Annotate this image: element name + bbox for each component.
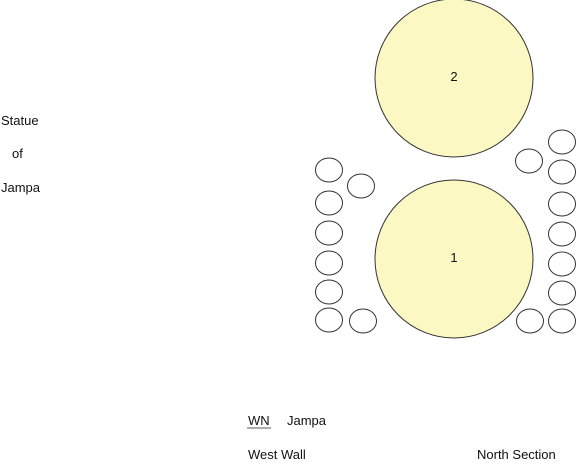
statue-label-line-1: Statue bbox=[1, 113, 39, 128]
table-2[interactable]: 2 bbox=[374, 0, 534, 158]
footer-right-label: North Section bbox=[477, 447, 556, 462]
table-1[interactable]: 1 bbox=[374, 179, 534, 339]
table-1-circle[interactable] bbox=[374, 179, 534, 339]
seat[interactable] bbox=[315, 279, 343, 305]
seat[interactable] bbox=[548, 280, 576, 306]
legend-code: WN bbox=[248, 413, 270, 428]
seat[interactable] bbox=[315, 157, 343, 183]
seat[interactable] bbox=[315, 307, 343, 333]
seat[interactable] bbox=[548, 191, 576, 217]
seat[interactable] bbox=[315, 190, 343, 216]
table-2-label: 2 bbox=[450, 69, 457, 84]
seat[interactable] bbox=[349, 308, 377, 334]
table-1-label: 1 bbox=[450, 250, 457, 265]
seat[interactable] bbox=[516, 308, 544, 334]
seat[interactable] bbox=[548, 308, 576, 334]
legend-name: Jampa bbox=[287, 413, 327, 428]
table-2-circle[interactable] bbox=[374, 0, 534, 158]
statue-label-line-2: of bbox=[12, 146, 23, 161]
seats-right-column bbox=[548, 129, 576, 334]
statue-label-line-3: Jampa bbox=[1, 180, 41, 195]
seat[interactable] bbox=[347, 173, 375, 199]
seat[interactable] bbox=[548, 221, 576, 247]
seat[interactable] bbox=[548, 251, 576, 277]
seats-right-extra bbox=[515, 148, 544, 334]
footer-left-label: West Wall bbox=[248, 447, 306, 462]
seat[interactable] bbox=[515, 148, 543, 174]
seat[interactable] bbox=[548, 129, 576, 155]
seat[interactable] bbox=[315, 250, 343, 276]
seat[interactable] bbox=[315, 220, 343, 246]
seat[interactable] bbox=[548, 159, 576, 185]
seats-left-column bbox=[315, 157, 343, 333]
seats-left-extra bbox=[347, 173, 377, 334]
